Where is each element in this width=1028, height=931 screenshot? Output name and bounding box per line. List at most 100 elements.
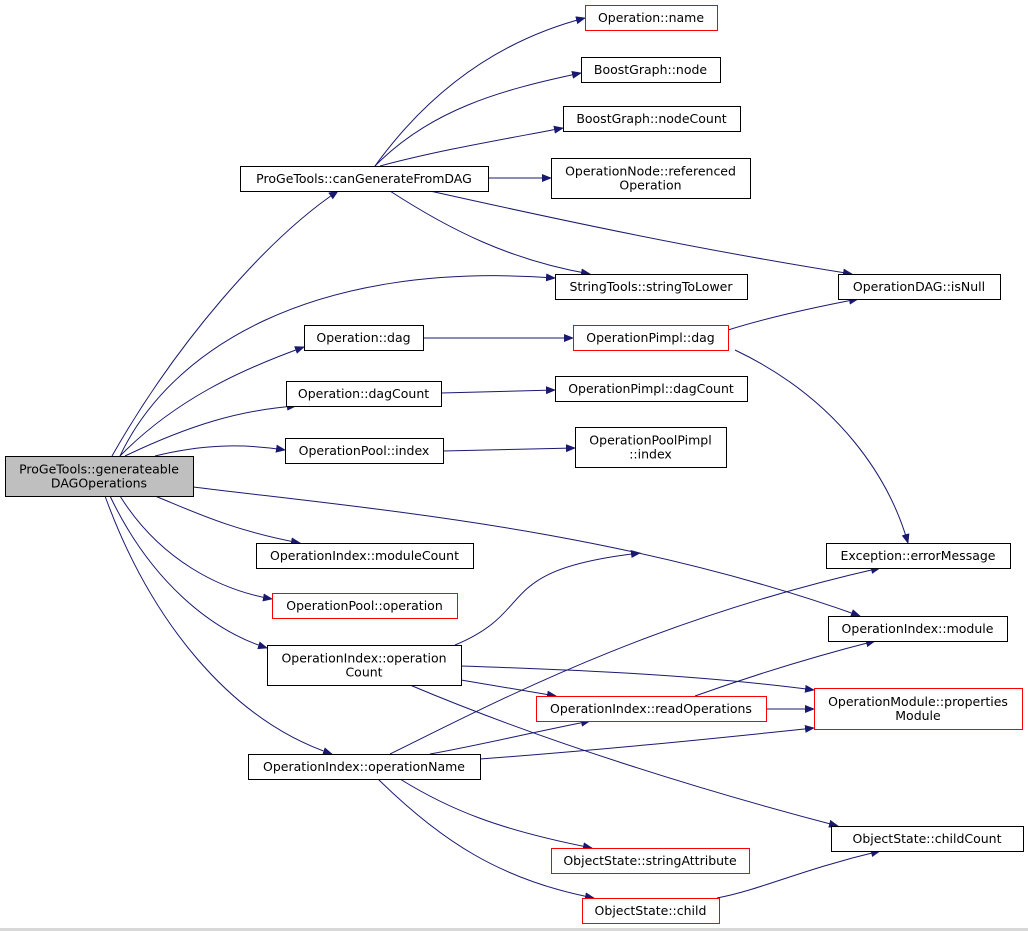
- node-box: [240, 166, 489, 192]
- node-box: [581, 57, 721, 83]
- edge-objStateChild-to-objStateChildCount: [716, 849, 881, 899]
- node-box: [536, 696, 767, 722]
- node-label: ObjectState::child: [595, 903, 707, 918]
- edge-generateable-to-opDagCount: [124, 402, 297, 457]
- bottom-divider: [0, 928, 1028, 931]
- node-box: [256, 543, 474, 569]
- node-op-dag-is-null[interactable]: OperationDAG::isNull: [838, 274, 1001, 300]
- edge-generateable-to-opIndexModule: [192, 486, 861, 617]
- node-label: OperationPool::operation: [286, 598, 443, 613]
- node-box: [286, 381, 442, 407]
- node-label: ObjectState::childCount: [852, 831, 1001, 846]
- edge-generateable-to-opPoolIndex: [154, 444, 286, 457]
- node-op-dag-count[interactable]: Operation::dagCount: [286, 381, 442, 407]
- node-label: OperationIndex::moduleCount: [270, 548, 459, 563]
- node-box: [585, 5, 718, 31]
- node-label: StringTools::stringToLower: [569, 279, 733, 294]
- node-box: [573, 325, 729, 351]
- node-op-dag[interactable]: Operation::dag: [304, 325, 424, 351]
- node-label: OperationIndex::operationName: [263, 759, 465, 774]
- node-box: [555, 376, 748, 402]
- edge-canGenerate-to-stringToLower: [389, 190, 591, 277]
- node-op-index-module[interactable]: OperationIndex::module: [828, 616, 1008, 642]
- edge-layer: [104, 16, 910, 901]
- edge-opIndexOperationCount-to-opIndexReadOperations: [460, 679, 557, 699]
- edge-opIndexOperationCount-to-opModuleProperties: [460, 665, 815, 693]
- edge-opIndexOperationName-to-objStateChild: [377, 778, 595, 901]
- node-box: [575, 427, 727, 468]
- node-label: Module: [895, 708, 941, 723]
- edge-opIndexOperationCount-to-objStateChildCount: [409, 684, 839, 828]
- node-obj-state-string-attribute[interactable]: ObjectState::stringAttribute: [551, 848, 750, 874]
- node-label: ::index: [629, 447, 672, 462]
- edge-generateable-to-opPoolOperation: [119, 495, 273, 602]
- node-box: [814, 688, 1023, 730]
- edge-opPoolIndex-to-opPoolPimplIndex: [442, 444, 576, 453]
- node-box: [582, 898, 720, 924]
- node-box: [838, 274, 1001, 300]
- node-label: Operation::dagCount: [298, 386, 429, 401]
- node-obj-state-child[interactable]: ObjectState::child: [582, 898, 720, 924]
- node-label: DAGOperations: [51, 476, 147, 491]
- node-bg-node-count[interactable]: BoostGraph::nodeCount: [563, 106, 741, 132]
- edge-opIndexOperationName-to-objStateStringAttribute: [399, 778, 593, 851]
- node-box: [304, 325, 424, 351]
- node-box: [285, 438, 444, 464]
- node-label: Operation::dag: [316, 330, 410, 345]
- node-op-index-module-count[interactable]: OperationIndex::moduleCount: [256, 543, 474, 569]
- node-label: ObjectState::stringAttribute: [563, 853, 737, 868]
- edge-opIndexOperationName-to-exceptionErrorMessage: [389, 566, 881, 755]
- edge-generateable-to-opIndexOperationName: [104, 495, 333, 755]
- node-exception-error-message[interactable]: Exception::errorMessage: [826, 543, 1011, 569]
- node-op-pimpl-dag[interactable]: OperationPimpl::dag: [573, 325, 729, 351]
- node-label: BoostGraph::nodeCount: [576, 111, 726, 126]
- edge-opIndexOperationName-to-opModuleProperties: [479, 724, 815, 760]
- node-op-index-operation-name[interactable]: OperationIndex::operationName: [248, 754, 481, 780]
- node-label: ProGeTools::canGenerateFromDAG: [256, 171, 472, 186]
- edge-canGenerate-to-bgNodeCount: [379, 125, 564, 167]
- node-box: [5, 456, 194, 497]
- node-box: [267, 645, 462, 686]
- node-label: Operation::name: [598, 10, 704, 25]
- node-box: [555, 274, 748, 300]
- node-op-name[interactable]: Operation::name: [585, 5, 718, 31]
- edge-opIndexReadOperations-to-opIndexModule: [694, 639, 876, 697]
- edge-opPimplDag-to-exceptionErrorMessage: [734, 349, 910, 544]
- edge-generateable-to-canGenerate: [111, 190, 339, 457]
- node-box: [563, 106, 741, 132]
- edge-opIndexOperationName-to-opIndexReadOperations: [429, 718, 591, 755]
- node-label: Operation: [619, 178, 681, 193]
- edge-opIndexOperationCount-to-exceptionErrorMessage: [454, 550, 641, 646]
- edge-canGenerate-to-opName: [374, 16, 586, 167]
- node-can-generate[interactable]: ProGeTools::canGenerateFromDAG: [240, 166, 489, 192]
- node-string-to-lower[interactable]: StringTools::stringToLower: [555, 274, 748, 300]
- node-bg-node[interactable]: BoostGraph::node: [581, 57, 721, 83]
- node-label: OperationNode::referenced: [565, 164, 736, 179]
- edge-generateable-to-opDag: [119, 346, 305, 457]
- edge-opDagCount-to-opPimplDagCount: [440, 386, 556, 395]
- edge-generateable-to-stringToLower: [119, 273, 556, 457]
- node-label: OperationPimpl::dagCount: [568, 381, 734, 396]
- node-op-pimpl-dag-count[interactable]: OperationPimpl::dagCount: [555, 376, 748, 402]
- node-box: [248, 754, 481, 780]
- node-op-index-read-operations[interactable]: OperationIndex::readOperations: [536, 696, 767, 722]
- node-label: OperationDAG::isNull: [853, 279, 985, 294]
- node-label: OperationPimpl::dag: [586, 330, 714, 345]
- edge-generateable-to-opIndexModuleCount: [154, 495, 301, 546]
- edge-opPimplDag-to-opDagIsNull: [727, 296, 859, 331]
- edge-canGenerate-to-bgNode: [374, 70, 582, 167]
- node-label: OperationModule::properties: [828, 694, 1008, 709]
- node-obj-state-child-count[interactable]: ObjectState::childCount: [831, 826, 1024, 852]
- node-label: OperationIndex::readOperations: [550, 701, 752, 716]
- node-op-pool-index[interactable]: OperationPool::index: [285, 438, 444, 464]
- node-box: [551, 158, 751, 199]
- edge-generateable-to-opIndexOperationCount: [109, 495, 268, 650]
- node-label: OperationPool::index: [299, 443, 430, 458]
- node-op-pool-operation[interactable]: OperationPool::operation: [272, 593, 458, 619]
- node-op-pool-pimpl-index[interactable]: OperationPoolPimpl::index: [575, 427, 727, 468]
